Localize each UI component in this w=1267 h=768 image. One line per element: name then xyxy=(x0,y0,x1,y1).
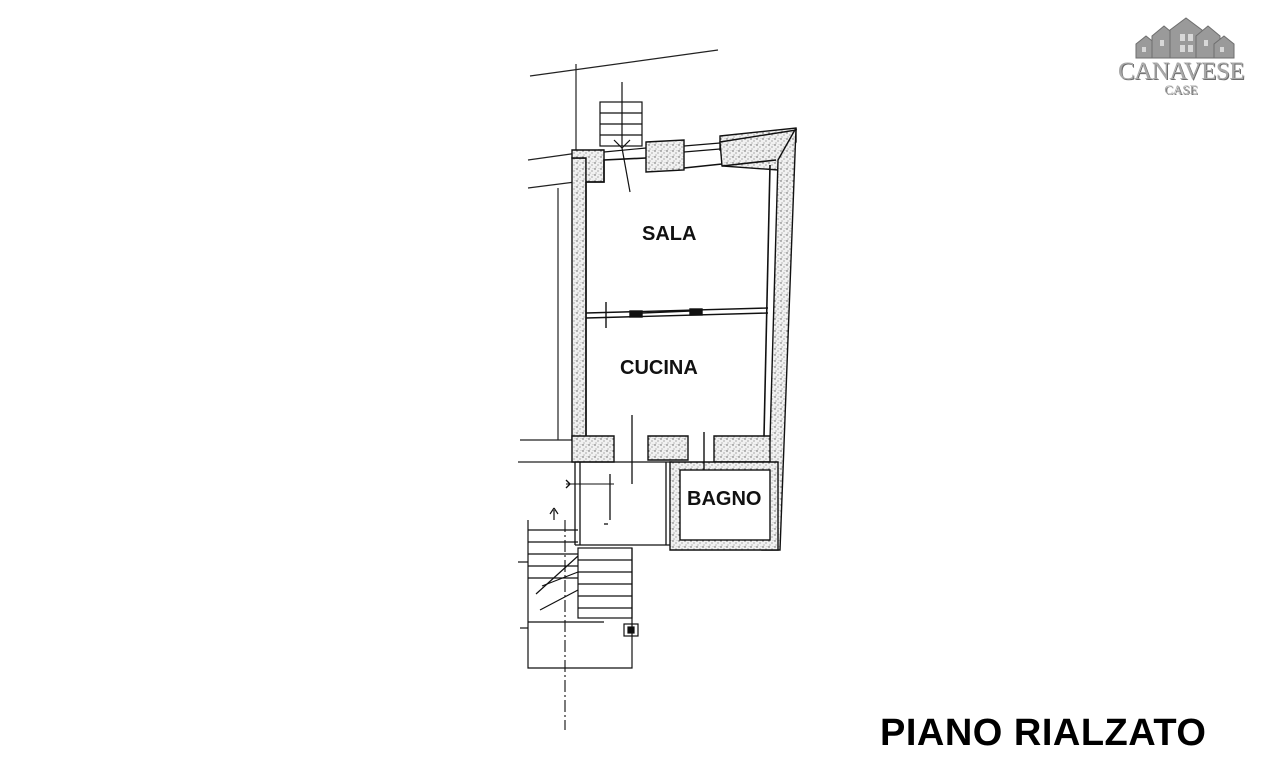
top-windows xyxy=(603,142,721,153)
logo-name: CANAVESE xyxy=(1117,58,1245,85)
exterior-walls xyxy=(571,127,798,551)
staircase xyxy=(518,507,639,669)
lower-hall xyxy=(565,415,672,546)
company-logo: CANAVESE CASE xyxy=(1106,14,1256,100)
entry-steps xyxy=(599,82,643,193)
logo-sub: CASE xyxy=(1164,82,1198,97)
bagno-walls xyxy=(669,432,779,551)
floor-title: PIANO RIALZATO xyxy=(880,712,1207,754)
room-label-bagno: BAGNO xyxy=(687,488,761,510)
partition-sala-cucina xyxy=(585,302,769,328)
context-lines xyxy=(518,49,719,730)
room-label-cucina: CUCINA xyxy=(620,357,698,379)
room-label-sala: SALA xyxy=(642,223,696,245)
room-outlines xyxy=(585,157,777,437)
houses-logo-icon xyxy=(1135,17,1235,59)
